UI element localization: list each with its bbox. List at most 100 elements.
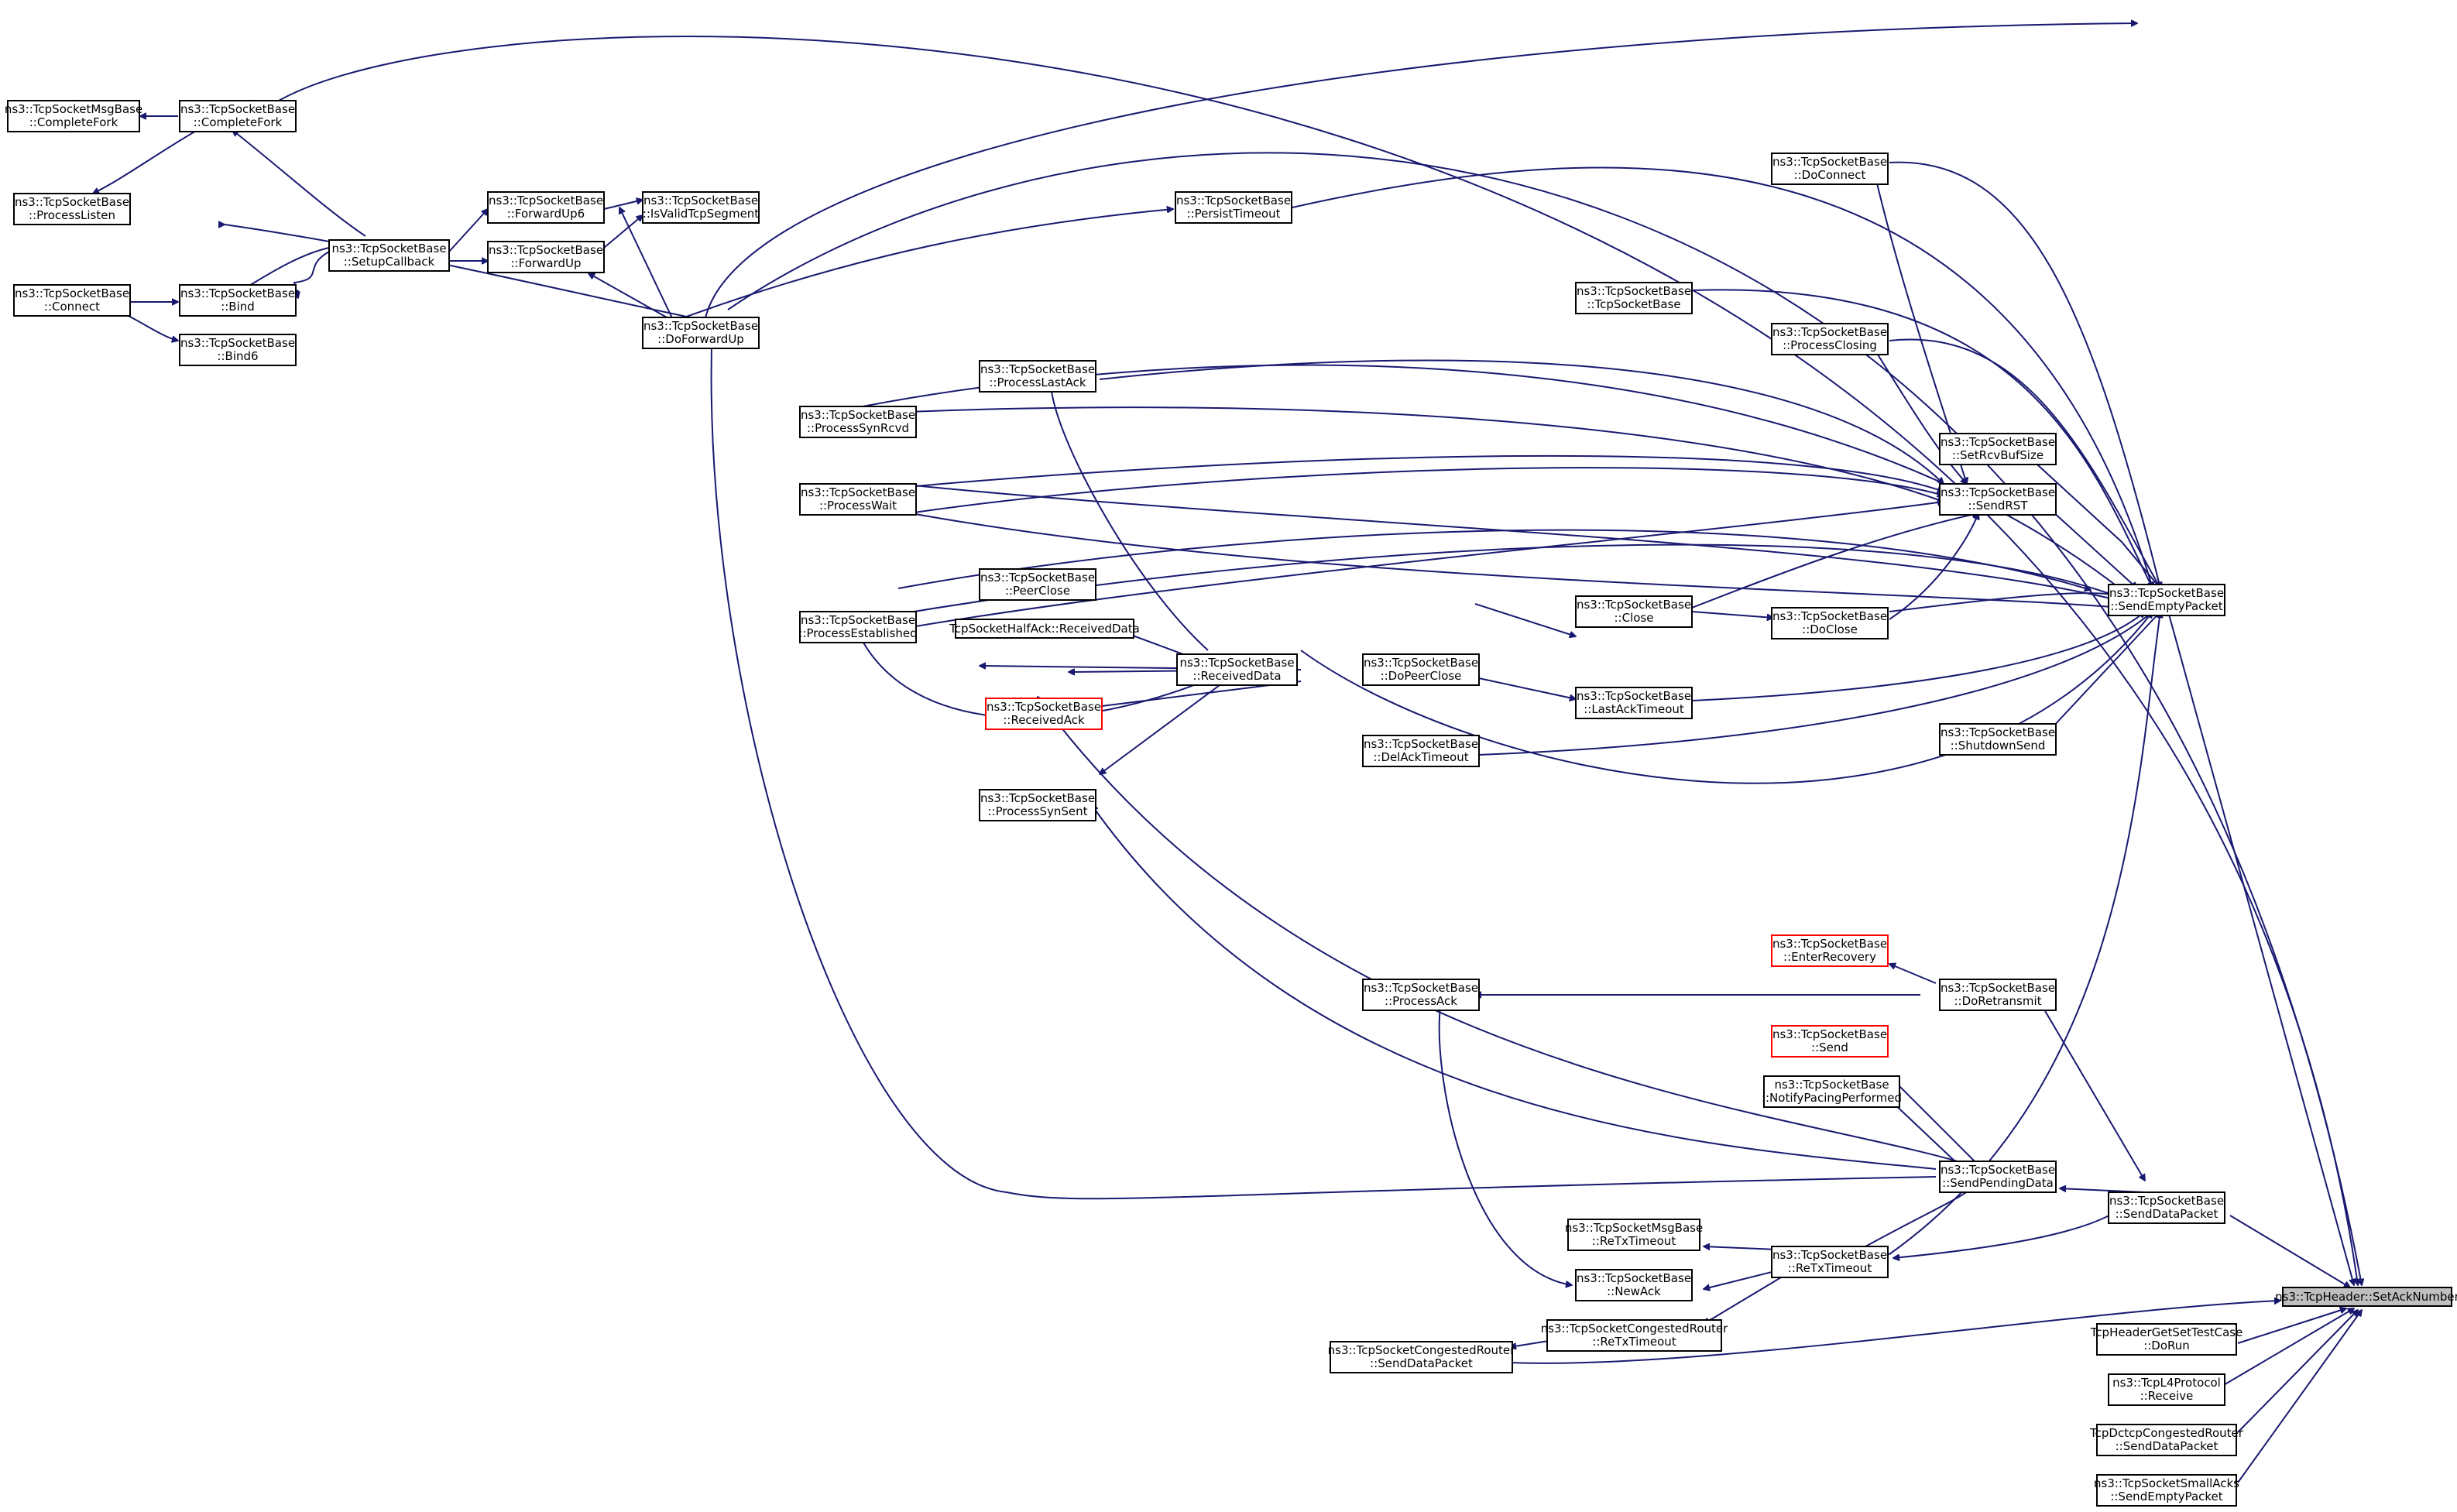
- node-processlastack[interactable]: ns3::TcpSocketBase::ProcessLastAck: [979, 360, 1096, 393]
- node-label: ns3::TcpSocketBase: [1577, 284, 1691, 298]
- node-label: ::Close: [1615, 611, 1654, 625]
- node-bind6[interactable]: ns3::TcpSocketBase::Bind6: [179, 334, 297, 366]
- node-close[interactable]: ns3::TcpSocketBase::Close: [1575, 595, 1693, 628]
- node-setrcvbufsize[interactable]: ns3::TcpSocketBase::SetRcvBufSize: [1939, 433, 2057, 465]
- node-smallacks[interactable]: ns3::TcpSocketSmallAcks::SendEmptyPacket: [2094, 1474, 2239, 1507]
- node-enterrecovery[interactable]: ns3::TcpSocketBase::EnterRecovery: [1771, 934, 1889, 967]
- node-box: [799, 483, 917, 516]
- node-forwardup6[interactable]: ns3::TcpSocketBase::ForwardUp6: [487, 191, 605, 224]
- node-bind[interactable]: ns3::TcpSocketBase::Bind: [179, 284, 297, 317]
- node-l4receive[interactable]: ns3::TcpL4Protocol::Receive: [2108, 1373, 2225, 1406]
- node-label: ::ProcessEstablished: [798, 626, 917, 640]
- edge: [805, 364, 2137, 602]
- node-label: ::EnterRecovery: [1783, 950, 1876, 964]
- node-box: [1575, 687, 1693, 719]
- node-sendemptypacket[interactable]: ns3::TcpSocketBase::SendEmptyPacket: [2108, 584, 2225, 616]
- node-processwait[interactable]: ns3::TcpSocketBase::ProcessWait: [799, 483, 917, 516]
- node-box: [1771, 1246, 1889, 1278]
- node-peerclose[interactable]: ns3::TcpSocketBase::PeerClose: [979, 568, 1096, 601]
- node-connect[interactable]: ns3::TcpSocketBase::Connect: [13, 284, 131, 317]
- edge: [1889, 964, 1937, 984]
- node-box: [2096, 1424, 2237, 1456]
- node-setupcallback[interactable]: ns3::TcpSocketBase::SetupCallback: [328, 239, 450, 272]
- node-dopeerclose[interactable]: ns3::TcpSocketBase::DoPeerClose: [1362, 653, 1480, 686]
- node-label: ::ProcessSynRcvd: [807, 421, 909, 435]
- node-label: ::SendDataPacket: [2116, 1439, 2219, 1453]
- node-tcpsocketbase[interactable]: ns3::TcpSocketBase::TcpSocketBase: [1575, 282, 1693, 314]
- node-processsynsent[interactable]: ns3::TcpSocketBase::ProcessSynSent: [979, 789, 1096, 821]
- node-persisttimeout[interactable]: ns3::TcpSocketBase::PersistTimeout: [1175, 191, 1292, 224]
- node-sendpendingdata[interactable]: ns3::TcpSocketBase::SendPendingData: [1939, 1161, 2057, 1193]
- node-box: [979, 568, 1096, 601]
- node-label: ::ReTxTimeout: [1592, 1234, 1676, 1248]
- node-doconnect[interactable]: ns3::TcpSocketBase::DoConnect: [1771, 153, 1889, 185]
- node-retxtimeout[interactable]: ns3::TcpSocketBase::ReTxTimeout: [1771, 1246, 1889, 1278]
- node-label: ns3::TcpSocketBase: [1772, 155, 1887, 169]
- node-processack[interactable]: ns3::TcpSocketBase::ProcessAck: [1362, 979, 1480, 1011]
- node-label: ns3::TcpSocketMsgBase: [5, 102, 142, 116]
- node-dctcp[interactable]: TcpDctcpCongestedRouter::SendDataPacket: [2089, 1424, 2244, 1456]
- node-processlisten[interactable]: ns3::TcpSocketBase::ProcessListen: [13, 193, 131, 225]
- edge: [2051, 510, 2137, 588]
- node-senddatapacket[interactable]: ns3::TcpSocketBase::SendDataPacket: [2108, 1191, 2225, 1224]
- node-label: ns3::TcpSocketBase: [801, 613, 915, 627]
- edge: [1474, 677, 1576, 699]
- edge: [1438, 1006, 1572, 1285]
- node-label: ::SendPendingData: [1942, 1176, 2054, 1190]
- node-send[interactable]: ns3::TcpSocketBase::Send: [1771, 1025, 1889, 1058]
- node-label: ::ProcessListen: [29, 208, 115, 222]
- node-box: [1175, 191, 1292, 224]
- edge: [1704, 1277, 1782, 1324]
- node-shutdownsend[interactable]: ns3::TcpSocketBase::ShutdownSend: [1939, 723, 2057, 756]
- node-congested-senddata[interactable]: ns3::TcpSocketCongestedRouter::SendDataP…: [1328, 1341, 1515, 1373]
- node-doclose[interactable]: ns3::TcpSocketBase::DoClose: [1771, 607, 1889, 639]
- edge: [2167, 611, 2354, 1285]
- node-delacktimeout[interactable]: ns3::TcpSocketBase::DelAckTimeout: [1362, 735, 1480, 767]
- node-doretransmit[interactable]: ns3::TcpSocketBase::DoRetransmit: [1939, 979, 2057, 1011]
- node-label: ::ReTxTimeout: [1788, 1261, 1872, 1275]
- edge: [1474, 603, 1576, 636]
- node-box: [1771, 607, 1889, 639]
- node-isvalid[interactable]: ns3::TcpSocketBase::IsValidTcpSegment: [642, 191, 760, 224]
- node-processsynrcvd[interactable]: ns3::TcpSocketBase::ProcessSynRcvd: [799, 406, 917, 438]
- node-label: ns3::TcpSocketBase: [180, 102, 295, 116]
- node-completefork[interactable]: ns3::TcpSocketBase::CompleteFork: [179, 100, 297, 132]
- node-box: [1575, 595, 1693, 628]
- edge: [712, 321, 1937, 1200]
- node-congested-retx[interactable]: ns3::TcpSocketCongestedRouter::ReTxTimeo…: [1541, 1319, 1728, 1352]
- node-label: ns3::TcpSocketBase: [2109, 1194, 2224, 1208]
- edge: [1300, 612, 2153, 784]
- node-receivedack[interactable]: ns3::TcpSocketBase::ReceivedAck: [985, 698, 1103, 730]
- edge: [897, 483, 2160, 612]
- node-box: [1362, 979, 1480, 1011]
- node-headertest[interactable]: TcpHeaderGetSetTestCase::DoRun: [2090, 1323, 2243, 1356]
- node-box: [2096, 1323, 2237, 1356]
- node-box: [179, 284, 297, 317]
- node-msgbase-retx[interactable]: ns3::TcpSocketMsgBase::ReTxTimeout: [1565, 1219, 1703, 1251]
- node-box: [7, 100, 140, 132]
- node-lastacktimeout[interactable]: ns3::TcpSocketBase::LastAckTimeout: [1575, 687, 1693, 719]
- node-label: ns3::TcpSocketBase: [1772, 937, 1887, 951]
- node-newack[interactable]: ns3::TcpSocketBase::NewAck: [1575, 1269, 1693, 1301]
- node-label: ::Receive: [2140, 1389, 2194, 1403]
- node-msgbase-completefork[interactable]: ns3::TcpSocketMsgBase::CompleteFork: [5, 100, 142, 132]
- node-receiveddata[interactable]: ns3::TcpSocketBase::ReceivedData: [1176, 653, 1298, 686]
- node-box: [1771, 1025, 1889, 1058]
- node-processclosing[interactable]: ns3::TcpSocketBase::ProcessClosing: [1771, 323, 1889, 355]
- node-setacknumber[interactable]: ns3::TcpHeader::SetAckNumber: [2275, 1287, 2457, 1307]
- node-processestablished[interactable]: ns3::TcpSocketBase::ProcessEstablished: [798, 611, 918, 643]
- node-notifypacing[interactable]: ns3::TcpSocketBase::NotifyPacingPerforme…: [1762, 1075, 1902, 1108]
- node-box: [642, 317, 760, 349]
- node-label: ns3::TcpSocketBase: [1577, 598, 1691, 612]
- edge: [1889, 513, 1978, 620]
- node-label: ns3::TcpSocketSmallAcks: [2094, 1476, 2239, 1490]
- node-sendrst[interactable]: ns3::TcpSocketBase::SendRST: [1939, 483, 2057, 516]
- edge: [1099, 359, 1944, 484]
- edge: [2028, 982, 2145, 1181]
- node-halfack[interactable]: TcpSocketHalfAck::ReceivedData: [949, 619, 1140, 639]
- edge: [1889, 612, 2160, 1255]
- edge: [1510, 1340, 1549, 1347]
- node-forwardup[interactable]: ns3::TcpSocketBase::ForwardUp: [487, 241, 605, 273]
- node-box: [979, 360, 1096, 393]
- node-doforwardup[interactable]: ns3::TcpSocketBase::DoForwardUp: [642, 317, 760, 349]
